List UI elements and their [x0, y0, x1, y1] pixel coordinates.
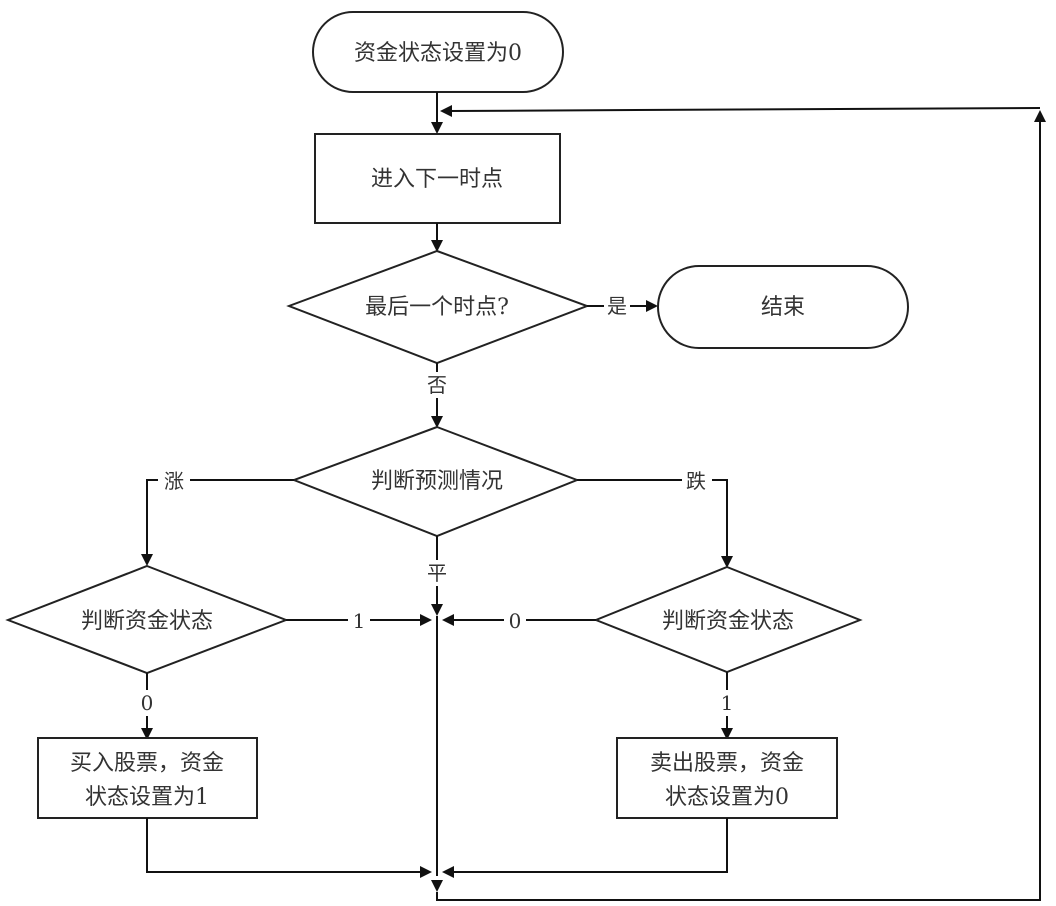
sell-node-label-line1: 卖出股票，资金: [650, 751, 804, 776]
arrowhead-right-icon: [646, 300, 658, 312]
prediction-decision-label: 判断预测情况: [371, 469, 503, 494]
arrowhead-down-icon: [431, 880, 443, 892]
fund-state-decision-right-label: 判断资金状态: [662, 609, 794, 634]
edge-sell-merge: [452, 818, 728, 873]
arrowhead-down-icon: [431, 416, 443, 428]
sell-node: [616, 737, 838, 819]
edge-label-yes: 是: [607, 294, 627, 318]
arrowhead-right-icon: [420, 866, 432, 878]
buy-node-label-line2: 状态设置为1: [85, 785, 209, 810]
edge-loop-top: [447, 107, 1041, 112]
arrowhead-down-icon: [431, 240, 443, 252]
arrowhead-down-icon: [721, 556, 733, 568]
edge-label-down: 跌: [686, 469, 706, 493]
next-time-node-label: 进入下一时点: [371, 167, 503, 192]
edge-label-up: 涨: [164, 469, 184, 493]
edge-up: [146, 479, 294, 558]
buy-node: [37, 737, 258, 819]
edge-loop-back: [436, 118, 1041, 901]
edge-label-right-zero: 0: [509, 609, 522, 633]
edge-label-left-zero: 0: [141, 691, 154, 715]
edge-label-no: 否: [427, 373, 447, 397]
edge-label-flat: 平: [427, 561, 447, 585]
arrowhead-down-icon: [431, 604, 443, 616]
buy-node-label-line1: 买入股票，资金: [70, 751, 224, 776]
arrowhead-down-icon: [141, 728, 153, 740]
arrowhead-left-icon: [442, 614, 454, 626]
edge-buy-merge: [146, 818, 424, 873]
edge-down: [577, 479, 728, 560]
end-node: [657, 265, 909, 349]
start-node-label: 资金状态设置为0: [354, 41, 522, 66]
end-node-label: 结束: [761, 295, 805, 320]
arrowhead-down-icon: [431, 122, 443, 134]
sell-node-label-line2: 状态设置为0: [665, 785, 789, 810]
arrowhead-up-icon: [1034, 110, 1046, 122]
edge-label-right-one: 1: [721, 691, 734, 715]
arrowhead-right-icon: [420, 614, 432, 626]
arrowhead-down-icon: [141, 554, 153, 566]
arrowhead-down-icon: [721, 728, 733, 740]
fund-state-decision-left-label: 判断资金状态: [81, 609, 213, 634]
arrowhead-left-icon: [442, 866, 454, 878]
arrowhead-left-icon: [440, 105, 452, 117]
last-time-decision-label: 最后一个时点?: [365, 295, 509, 320]
next-time-node: [314, 133, 561, 224]
edge-label-left-one: 1: [353, 609, 366, 633]
